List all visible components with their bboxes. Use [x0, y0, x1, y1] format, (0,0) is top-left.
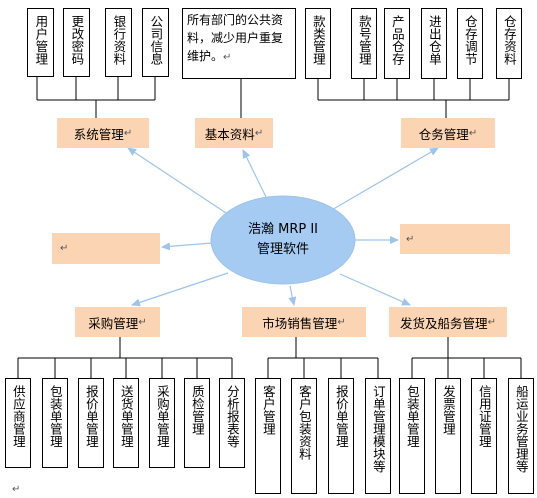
item-label: 包装单管理	[47, 385, 63, 448]
item-label: 产品仓存	[389, 15, 405, 65]
item-label: 银行资料	[111, 15, 127, 65]
document-paragraph-mark: ↵	[12, 484, 21, 495]
system-item-bank-data: 银行资料	[105, 8, 132, 77]
sales-item-quotation: 报价单管理	[328, 378, 354, 494]
paragraph-mark: ↵	[337, 316, 346, 328]
arrow-to-shipping	[339, 273, 411, 306]
item-label: 进出仓单	[426, 15, 442, 65]
center-subtitle: 管理软件	[256, 242, 309, 257]
warehouse-connectors	[317, 79, 510, 118]
module-basic-data: 基本资料↵	[195, 118, 273, 148]
center-title: 浩瀚 MRP II	[247, 222, 319, 237]
warehouse-item-style-category: 款类管理	[305, 8, 331, 79]
item-label: 仓存调节	[462, 15, 478, 65]
system-item-company-info: 公司信息	[142, 8, 169, 77]
item-label: 供应商管理	[10, 385, 26, 448]
arrow-to-warehouse	[329, 147, 439, 212]
item-label: 款号管理	[356, 15, 372, 65]
paragraph-mark: ↵	[468, 127, 478, 139]
purchasing-item-purchase-order: 采购单管理	[149, 378, 175, 468]
module-label: 采购管理	[88, 315, 139, 331]
item-label: 客户包装资料	[296, 385, 312, 460]
shipping-connectors	[411, 337, 522, 378]
shipping-item-packing-list: 包装单管理	[399, 378, 425, 494]
basic-data-note: 所有部门的公共资料，减少用户重复维护。↵	[182, 8, 296, 79]
center-ellipse	[210, 195, 356, 285]
item-label: 客户管理	[260, 385, 276, 435]
shipping-item-invoice: 发票管理	[435, 378, 461, 494]
system-item-user-management: 用户管理	[27, 8, 54, 77]
purchasing-item-packing-list: 包装单管理	[42, 378, 68, 468]
paragraph-mark: ↵	[487, 316, 496, 328]
module-label: 市场销售管理	[262, 315, 338, 331]
sales-connectors	[267, 337, 379, 378]
module-system-management: 系统管理↵	[57, 118, 149, 148]
item-label: 订单管理模块等	[370, 385, 386, 473]
note-text: 所有部门的公共资料，减少用户重复维护。	[187, 13, 284, 63]
item-label: 用户管理	[33, 15, 49, 65]
warehouse-item-product-stock: 产品仓存	[384, 8, 410, 79]
module-mid-left-empty: ↵	[52, 233, 160, 264]
arrow-to-mid-left	[161, 242, 213, 251]
module-label: 发货及船务管理	[400, 315, 488, 331]
module-sales: 市场销售管理↵	[242, 307, 366, 337]
purchasing-item-quality-check: 质检管理	[184, 378, 210, 468]
paragraph-mark: ↵	[60, 243, 69, 254]
module-label: 基本资料	[204, 126, 255, 142]
shipping-item-shipping-business: 船运业务管理等	[508, 378, 534, 494]
paragraph-mark: ↵	[254, 127, 264, 139]
arrow-to-purchasing	[131, 272, 229, 307]
module-label: 系统管理	[73, 126, 124, 142]
item-label: 质检管理	[189, 385, 205, 435]
item-label: 款类管理	[310, 15, 326, 65]
shipping-item-letter-of-credit: 信用证管理	[471, 378, 497, 494]
arrow-to-system	[127, 147, 227, 214]
module-purchasing: 采购管理↵	[75, 307, 160, 337]
item-label: 公司信息	[148, 15, 164, 65]
warehouse-item-style-number: 款号管理	[351, 8, 377, 79]
paragraph-mark: ↵	[138, 316, 147, 328]
sales-item-order-management: 订单管理模块等	[365, 378, 391, 494]
warehouse-item-in-out-slip: 进出仓单	[421, 8, 447, 79]
purchasing-item-quotation: 报价单管理	[78, 378, 104, 468]
system-connectors	[36, 77, 156, 118]
sales-item-customer: 客户管理	[255, 378, 281, 494]
module-label: 仓务管理	[418, 126, 469, 142]
arrow-to-sales	[288, 285, 297, 306]
item-label: 送货单管理	[118, 385, 134, 448]
item-label: 发票管理	[440, 385, 456, 435]
warehouse-item-stock-adjust: 仓存调节	[457, 8, 483, 79]
item-label: 仓存资料	[501, 15, 517, 65]
item-label: 分析报表等	[224, 385, 240, 448]
item-label: 更改密码	[69, 15, 85, 65]
module-shipping: 发货及船务管理↵	[389, 307, 507, 337]
hub-arrows	[127, 147, 439, 307]
arrow-to-basic-data	[242, 149, 267, 198]
item-label: 采购单管理	[154, 385, 170, 448]
paragraph-mark: ↵	[406, 233, 415, 245]
purchasing-item-reports: 分析报表等	[219, 378, 245, 468]
sales-item-customer-packing: 客户包装资料	[291, 378, 317, 494]
item-label: 信用证管理	[476, 385, 492, 448]
module-mid-right-empty: ↵	[400, 224, 510, 254]
item-label: 报价单管理	[333, 385, 349, 448]
paragraph-mark: ↵	[223, 52, 232, 63]
paragraph-mark: ↵	[123, 127, 133, 139]
item-label: 报价单管理	[83, 385, 99, 448]
module-warehouse-management: 仓务管理↵	[401, 118, 495, 148]
item-label: 包装单管理	[404, 385, 420, 448]
warehouse-item-stock-data: 仓存资料	[496, 8, 522, 79]
purchasing-item-delivery-note: 送货单管理	[113, 378, 139, 468]
center-label: 浩瀚 MRP II 管理软件	[211, 214, 355, 266]
item-label: 船运业务管理等	[513, 385, 529, 473]
purchasing-connectors	[17, 337, 233, 378]
system-item-change-password: 更改密码	[63, 8, 90, 77]
purchasing-item-supplier: 供应商管理	[5, 378, 31, 468]
